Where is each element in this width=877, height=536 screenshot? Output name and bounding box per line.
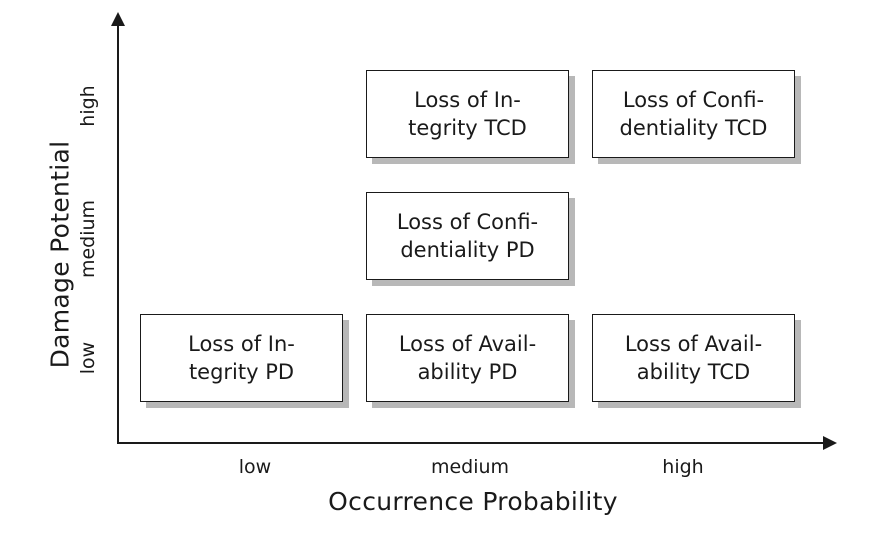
risk-cell-line: Loss of In-	[414, 87, 521, 112]
y-axis-tick-medium: medium	[77, 199, 99, 279]
risk-cell-line: Loss of Avail-	[624, 331, 763, 356]
risk-cell-line: Loss of Avail-	[398, 331, 537, 356]
y-axis-title: Damage Potential	[45, 140, 75, 369]
x-axis-title: Occurrence Probability	[328, 487, 618, 516]
x-axis-tick-low: low	[238, 456, 272, 478]
x-axis-tick-medium: medium	[430, 456, 510, 478]
risk-cell: Loss of In- tegrity TCD	[366, 70, 569, 158]
x-axis-line	[117, 442, 829, 444]
y-axis-tick-high: high	[77, 85, 99, 127]
risk-cell-line: ability TCD	[636, 360, 751, 384]
risk-cell-line: Loss of In-	[188, 331, 295, 356]
risk-cell: Loss of Avail- ability PD	[366, 314, 569, 402]
risk-cell: Loss of Avail- ability TCD	[592, 314, 795, 402]
y-axis-line	[117, 22, 119, 444]
risk-cell-line: dentiality TCD	[619, 116, 768, 140]
risk-cell-line: tegrity TCD	[408, 116, 527, 140]
risk-cell: Loss of Confi- dentiality TCD	[592, 70, 795, 158]
risk-cell-line: Loss of Confi-	[396, 209, 539, 234]
risk-cell: Loss of Confi- dentiality PD	[366, 192, 569, 280]
x-axis-arrow-icon	[823, 436, 837, 450]
y-axis-tick-low: low	[77, 341, 99, 375]
risk-cell: Loss of In- tegrity PD	[140, 314, 343, 402]
risk-cell-line: ability PD	[417, 360, 518, 384]
risk-cell-line: dentiality PD	[400, 238, 535, 262]
risk-cell-line: Loss of Confi-	[622, 87, 765, 112]
x-axis-tick-high: high	[662, 456, 704, 478]
y-axis-arrow-icon	[111, 12, 125, 26]
risk-cell-line: tegrity PD	[188, 360, 295, 384]
